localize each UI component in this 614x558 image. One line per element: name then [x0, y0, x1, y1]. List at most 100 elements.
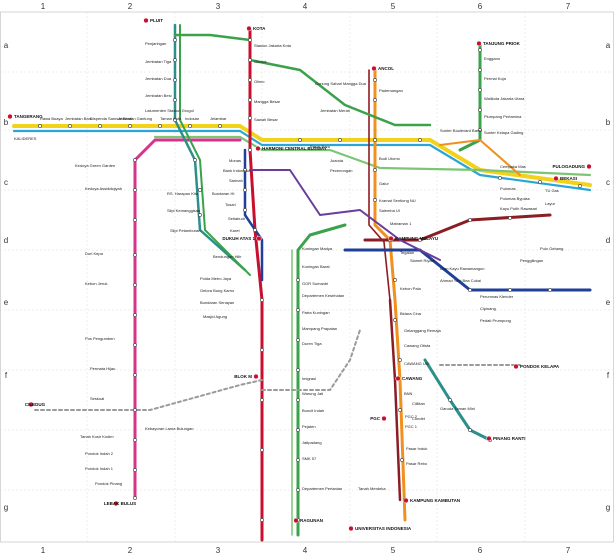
grid-col-label: 1	[41, 546, 46, 555]
station-label-juanda: Juanda	[330, 158, 344, 163]
station-marker	[298, 138, 302, 142]
station-label-pos-pengumben: Pos Pengumben	[85, 336, 115, 341]
line-11-path	[173, 23, 247, 272]
station-label-cawang-uki: CAWANG UKI	[404, 361, 429, 366]
station-marker	[398, 358, 402, 362]
station-marker	[338, 138, 342, 142]
station-label-universitas-indonesia: UNIVERSITAS INDONESIA	[355, 526, 412, 531]
station-label-tegalan: Tegalan	[400, 250, 414, 255]
station-label-sma-57: SMK 57	[302, 456, 317, 461]
station-label-duren-tiga: Duren Tiga	[302, 341, 322, 346]
station-marker	[243, 168, 247, 172]
grid-row-label: c	[606, 178, 610, 187]
station-marker	[253, 228, 257, 232]
station-label-setiabudi: Setiabudi	[228, 216, 245, 221]
station-marker	[373, 138, 377, 142]
major-station-marker	[403, 497, 409, 504]
grid-col-label: 5	[391, 546, 396, 555]
major-station-marker	[143, 17, 149, 24]
major-station-marker	[253, 373, 259, 380]
station-label-tangerang: TANGERANG	[14, 114, 43, 119]
station-label-cipinang: Cipinang	[480, 306, 496, 311]
station-label-imigrasi: Imigrasi	[302, 376, 316, 381]
grid-row-label: c	[4, 178, 8, 187]
station-label-enggano: Enggano	[484, 56, 501, 61]
station-marker	[468, 218, 472, 222]
major-station-marker	[7, 113, 13, 120]
major-station-marker	[553, 175, 559, 182]
station-marker	[133, 468, 137, 472]
station-marker	[448, 398, 452, 402]
station-label-dukuh-atas: DUKUH ATAS 1	[222, 236, 255, 241]
station-marker	[133, 253, 137, 257]
grid-col-label: 3	[216, 2, 221, 11]
station-marker	[296, 338, 300, 342]
station-label-lebak-bulus: LEBAK BULUS	[104, 501, 136, 506]
station-label-jembatan-besi: Jembatan Besi	[145, 93, 172, 98]
station-label-kebon-jeruk: Kebon Jeruk	[85, 281, 107, 286]
station-label-pademangan: Pademangan	[379, 88, 403, 93]
station-label-ragunan: RAGUNAN	[300, 518, 323, 523]
major-station-marker	[388, 235, 394, 242]
station-marker	[133, 343, 137, 347]
line-4-path	[363, 213, 552, 242]
station-label-buncit-indah: Buncit Indah	[302, 408, 324, 413]
station-marker	[296, 398, 300, 402]
major-station-marker	[113, 500, 119, 507]
station-marker	[400, 458, 404, 462]
station-label-olimo: Olimo	[254, 79, 265, 84]
station-label-kebon-pala: Kebon Pala	[400, 286, 421, 291]
station-label-patra-kuningan: Patra Kuningan	[302, 310, 330, 315]
station-marker	[418, 238, 422, 242]
grid-row-label: d	[606, 236, 610, 245]
station-marker	[393, 318, 397, 322]
station-label-pondok-pinang: Pondok Pinang	[95, 481, 122, 486]
station-label-jelambar: Jelambar	[210, 116, 227, 121]
station-label-tanjung-priok: TANJUNG PRIOK	[483, 41, 521, 46]
station-label-ahmad-yani: Ahmad Yani Bea Cukai	[440, 278, 481, 283]
station-marker	[248, 38, 252, 42]
major-station-marker	[256, 235, 262, 242]
station-label-stasiun-jakarta-kota: Stasiun Jakarta Kota	[254, 43, 292, 48]
map-frame	[0, 11, 614, 543]
line-spur-path	[439, 139, 521, 176]
station-label-rs-harapan-kita: RS. Harapan Kita	[167, 191, 199, 196]
station-label-pulo-gebang: Pulo Gebang	[540, 246, 563, 251]
grid-col-label: 5	[391, 2, 396, 11]
station-marker	[243, 188, 247, 192]
station-marker	[188, 124, 192, 128]
station-marker	[193, 158, 197, 162]
station-marker	[478, 108, 482, 112]
station-marker	[198, 213, 202, 217]
station-marker	[98, 124, 102, 128]
station-label-pasar-rebo: Pasar Rebo	[406, 461, 428, 466]
station-label-kebayoran-lama: Kebayoran Lama Bulungan	[145, 426, 193, 431]
station-marker	[468, 428, 472, 432]
station-marker	[133, 313, 137, 317]
station-label-gor-sumantri: GOR Sumantri	[302, 281, 328, 286]
station-marker	[173, 98, 177, 102]
major-station-marker	[246, 25, 252, 32]
station-label-cempaka-mas: Cempaka Mas	[500, 164, 526, 169]
grid-col-label: 4	[303, 2, 308, 11]
grid-col-label: 4	[303, 546, 308, 555]
station-marker	[538, 180, 542, 184]
station-marker	[68, 124, 72, 128]
station-label-seskoal: Seskoal	[90, 396, 104, 401]
station-label-condet: Condet	[412, 416, 426, 421]
grid-row-label: f	[607, 371, 610, 380]
major-station-marker	[371, 65, 377, 72]
station-label-kampung-melayu: KAMPUNG MELAYU	[395, 236, 438, 241]
station-label-pecenongan: Pecenongan	[330, 168, 352, 173]
grid-row-label: g	[4, 503, 8, 512]
line-7-path	[388, 298, 402, 502]
station-label-pedati-prumpung: Pedati Prumpung	[480, 318, 511, 323]
station-marker	[248, 58, 252, 62]
station-label-rawa-buaya: Rawa Buaya	[40, 116, 63, 121]
line-9c-path	[423, 358, 492, 442]
station-marker	[248, 78, 252, 82]
station-label-kuningan-madya: Kuningan Madya	[302, 246, 333, 251]
station-marker	[38, 124, 42, 128]
station-marker	[243, 208, 247, 212]
